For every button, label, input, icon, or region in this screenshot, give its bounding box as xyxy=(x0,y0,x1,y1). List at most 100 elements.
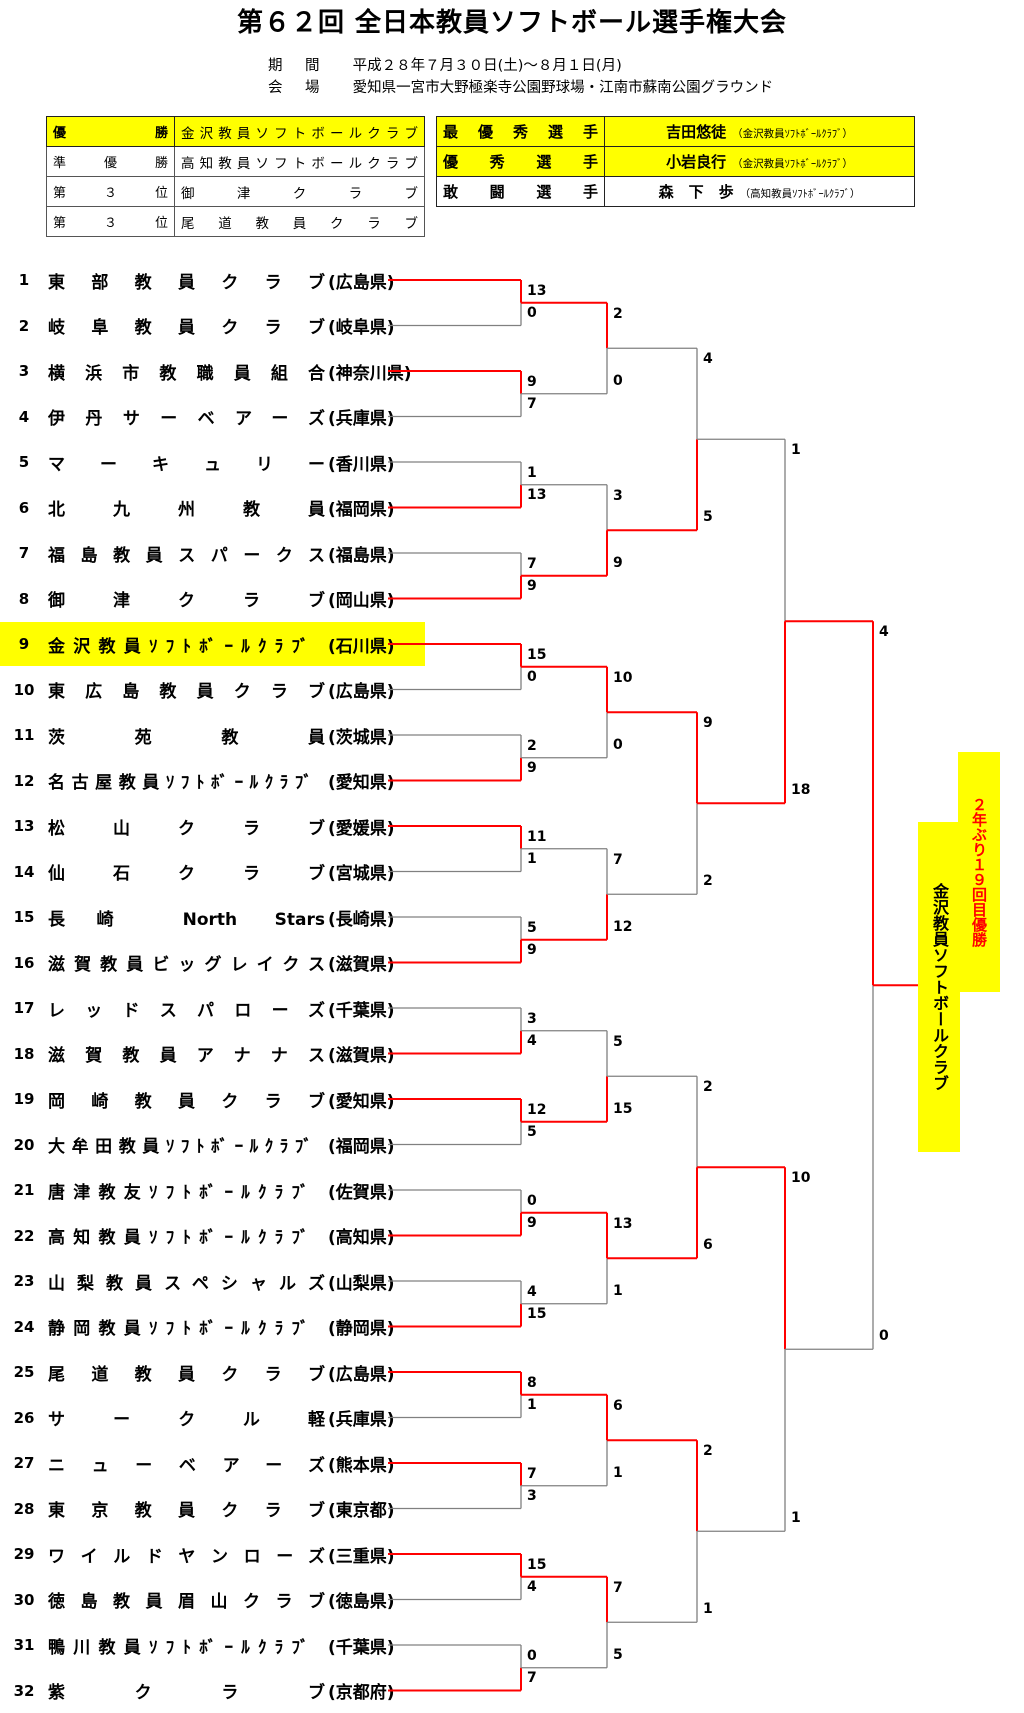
result-row: 第 ３ 位 御 津 ク ラ ブ xyxy=(46,176,425,207)
team-number: 22 xyxy=(13,1226,35,1245)
team-number: 28 xyxy=(13,1499,35,1518)
team-number: 12 xyxy=(13,771,35,790)
team-name: 東部教員クラブ xyxy=(48,272,325,293)
match-score: 0 xyxy=(613,736,623,753)
team-name: 岡崎教員クラブ xyxy=(48,1091,325,1112)
team-number: 8 xyxy=(18,589,30,608)
team-prefecture: (岡山県) xyxy=(328,591,395,611)
match-score: 1 xyxy=(527,465,537,481)
match-score: 3 xyxy=(527,1487,537,1504)
team-prefecture: (宮城県) xyxy=(328,864,395,884)
match-score: 2 xyxy=(703,1079,713,1096)
match-score: 5 xyxy=(527,920,537,936)
team-number: 4 xyxy=(18,407,30,426)
team-prefecture: (広島県) xyxy=(328,272,395,293)
team-row: 1 東部教員クラブ(広島県) xyxy=(0,258,425,302)
match-score: 12 xyxy=(527,1102,547,1118)
match-score: 0 xyxy=(613,372,623,389)
team-name: ワイルドヤンローズ xyxy=(48,1546,325,1567)
match-score: 5 xyxy=(527,1123,537,1140)
award-player: 小岩良行（金沢教員ｿﾌﾄﾎﾞｰﾙｸﾗﾌﾞ） xyxy=(604,146,915,177)
team-prefecture: (神奈川県) xyxy=(328,363,412,384)
team-prefecture: (広島県) xyxy=(328,1364,395,1385)
team-number: 24 xyxy=(13,1317,35,1336)
venue-value: 愛知県一宮市大野極楽寺公園野球場・江南市蘇南公園グラウンド xyxy=(352,80,774,96)
match-score: 6 xyxy=(703,1237,713,1254)
team-prefecture: (静岡県) xyxy=(328,1319,395,1339)
team-number: 1 xyxy=(18,271,30,289)
match-score: 9 xyxy=(527,374,537,390)
match-score: 7 xyxy=(613,851,623,868)
team-name: ニューベアーズ xyxy=(48,1455,325,1476)
match-score: 13 xyxy=(527,486,547,503)
team-name: 松山クラブ xyxy=(48,818,325,839)
match-score: 4 xyxy=(703,351,713,368)
match-score: 2 xyxy=(613,305,623,322)
match-score: 6 xyxy=(613,1397,623,1414)
team-number: 31 xyxy=(13,1636,35,1654)
team-prefecture: (千葉県) xyxy=(328,1000,395,1021)
team-name: 北九州教員 xyxy=(48,500,325,520)
team-prefecture: (滋賀県) xyxy=(328,955,395,975)
team-number: 23 xyxy=(13,1272,35,1290)
awards-table: 最優秀選手 吉田悠徒（金沢教員ｿﾌﾄﾎﾞｰﾙｸﾗﾌﾞ） 優秀選手 小岩良行（金沢… xyxy=(436,116,915,207)
team-name: 徳島教員眉山クラブ xyxy=(48,1592,325,1612)
award-player: 吉田悠徒（金沢教員ｿﾌﾄﾎﾞｰﾙｸﾗﾌﾞ） xyxy=(604,116,915,147)
result-rank: 第 ３ 位 xyxy=(46,176,175,207)
award-player: 森 下 歩（高知教員ｿﾌﾄﾎﾞｰﾙｸﾗﾌﾞ） xyxy=(604,176,915,207)
team-number: 30 xyxy=(13,1590,35,1609)
team-name: 福島教員スパークス xyxy=(48,545,325,566)
page-title: 第６２回 全日本教員ソフトボール選手権大会 xyxy=(236,8,788,38)
award-row: 優秀選手 小岩良行（金沢教員ｿﾌﾄﾎﾞｰﾙｸﾗﾌﾞ） xyxy=(436,146,915,177)
team-name: 高知教員ｿﾌﾄﾎﾞｰﾙｸﾗﾌﾞ xyxy=(48,1228,317,1248)
match-score: 10 xyxy=(791,1170,811,1187)
period-value: 平成２８年７月３０日(土)～８月１日(月) xyxy=(352,58,622,74)
team-name: マーキュリー xyxy=(48,454,325,475)
team-prefecture: (兵庫県) xyxy=(328,409,395,429)
team-name: 名古屋教員ｿﾌﾄﾎﾞｰﾙｸﾗﾌﾞ xyxy=(48,773,319,793)
team-prefecture: (福岡県) xyxy=(328,1137,395,1157)
match-score: 4 xyxy=(527,1284,537,1300)
award-player-team: （金沢教員ｿﾌﾄﾎﾞｰﾙｸﾗﾌﾞ） xyxy=(732,128,853,140)
match-score: 9 xyxy=(703,715,713,732)
team-name: サークル軽 xyxy=(48,1410,325,1430)
team-name: 仙石クラブ xyxy=(48,864,325,884)
match-score: 9 xyxy=(527,577,537,594)
team-prefecture: (長崎県) xyxy=(328,909,395,930)
team-number: 18 xyxy=(13,1044,35,1063)
team-name: 横浜市教職員組合 xyxy=(48,363,325,384)
match-score: 7 xyxy=(613,1579,623,1596)
team-name: 滋賀教員アナナス xyxy=(48,1046,325,1066)
match-score: 0 xyxy=(879,1328,889,1345)
result-row: 第 ３ 位 尾 道 教 員 ク ラ ブ xyxy=(46,206,425,237)
match-score: 9 xyxy=(613,554,623,571)
match-score: 7 xyxy=(527,395,537,412)
match-score: 4 xyxy=(527,1032,537,1049)
match-score: 2 xyxy=(527,738,537,754)
match-score: 15 xyxy=(613,1100,633,1117)
team-row: 14 仙石クラブ(宮城県) xyxy=(0,850,425,894)
match-score: 0 xyxy=(527,304,537,321)
team-number: 7 xyxy=(18,544,30,562)
result-team: 高知教員ソフトボールクラブ xyxy=(174,146,425,177)
match-score: 5 xyxy=(613,1033,623,1050)
result-row: 準 優 勝 高知教員ソフトボールクラブ xyxy=(46,146,425,177)
venue-line: 会 場 愛知県一宮市大野極楽寺公園野球場・江南市蘇南公園グラウンド xyxy=(268,76,773,97)
team-name: 東京教員クラブ xyxy=(48,1501,325,1521)
venue-label: 会 場 xyxy=(268,80,324,96)
team-name: 大牟田教員ｿﾌﾄﾎﾞｰﾙｸﾗﾌﾞ xyxy=(48,1137,319,1157)
team-prefecture: (愛媛県) xyxy=(328,818,395,839)
team-number: 14 xyxy=(13,862,35,881)
award-row: 敢闘選手 森 下 歩（高知教員ｿﾌﾄﾎﾞｰﾙｸﾗﾌﾞ） xyxy=(436,176,915,207)
team-name: 紫クラブ xyxy=(48,1683,325,1703)
match-score: 1 xyxy=(703,1601,713,1618)
